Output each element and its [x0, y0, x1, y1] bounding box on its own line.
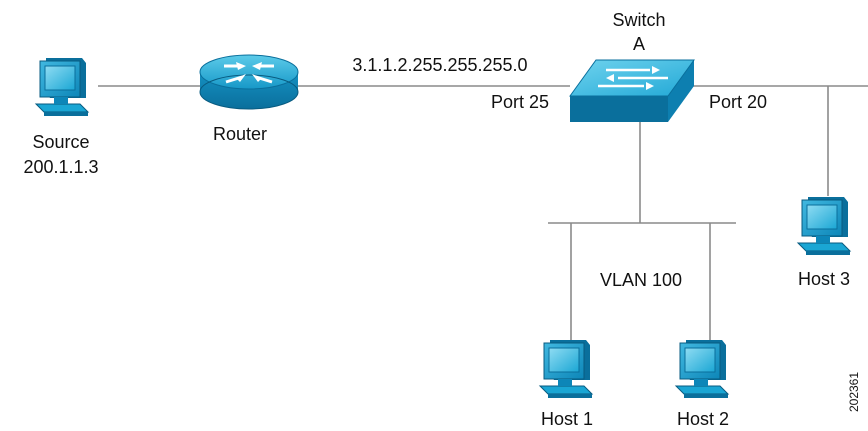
port-20-label: Port 20: [709, 92, 767, 112]
network-links: [98, 85, 868, 345]
host-1-computer-icon: [539, 339, 593, 399]
switch-label-line2: A: [633, 34, 645, 54]
host-2-computer-icon: [675, 339, 729, 399]
router-label: Router: [213, 124, 267, 144]
switch-icon: [569, 59, 695, 122]
vlan-label: VLAN 100: [600, 270, 682, 290]
router-icon: [199, 54, 299, 110]
port-25-label: Port 25: [491, 92, 549, 112]
host-3-computer-icon: [797, 196, 851, 256]
host-3-label: Host 3: [798, 269, 850, 289]
switch-label-line1: Switch: [612, 10, 665, 30]
link-ip-label: 3.1.1.2.255.255.255.0: [352, 55, 527, 75]
host-1-label: Host 1: [541, 409, 593, 429]
source-computer-icon: [35, 57, 89, 117]
source-label: Source: [32, 132, 89, 152]
source-ip: 200.1.1.3: [23, 157, 98, 177]
host-2-label: Host 2: [677, 409, 729, 429]
figure-id: 202361: [847, 372, 861, 412]
